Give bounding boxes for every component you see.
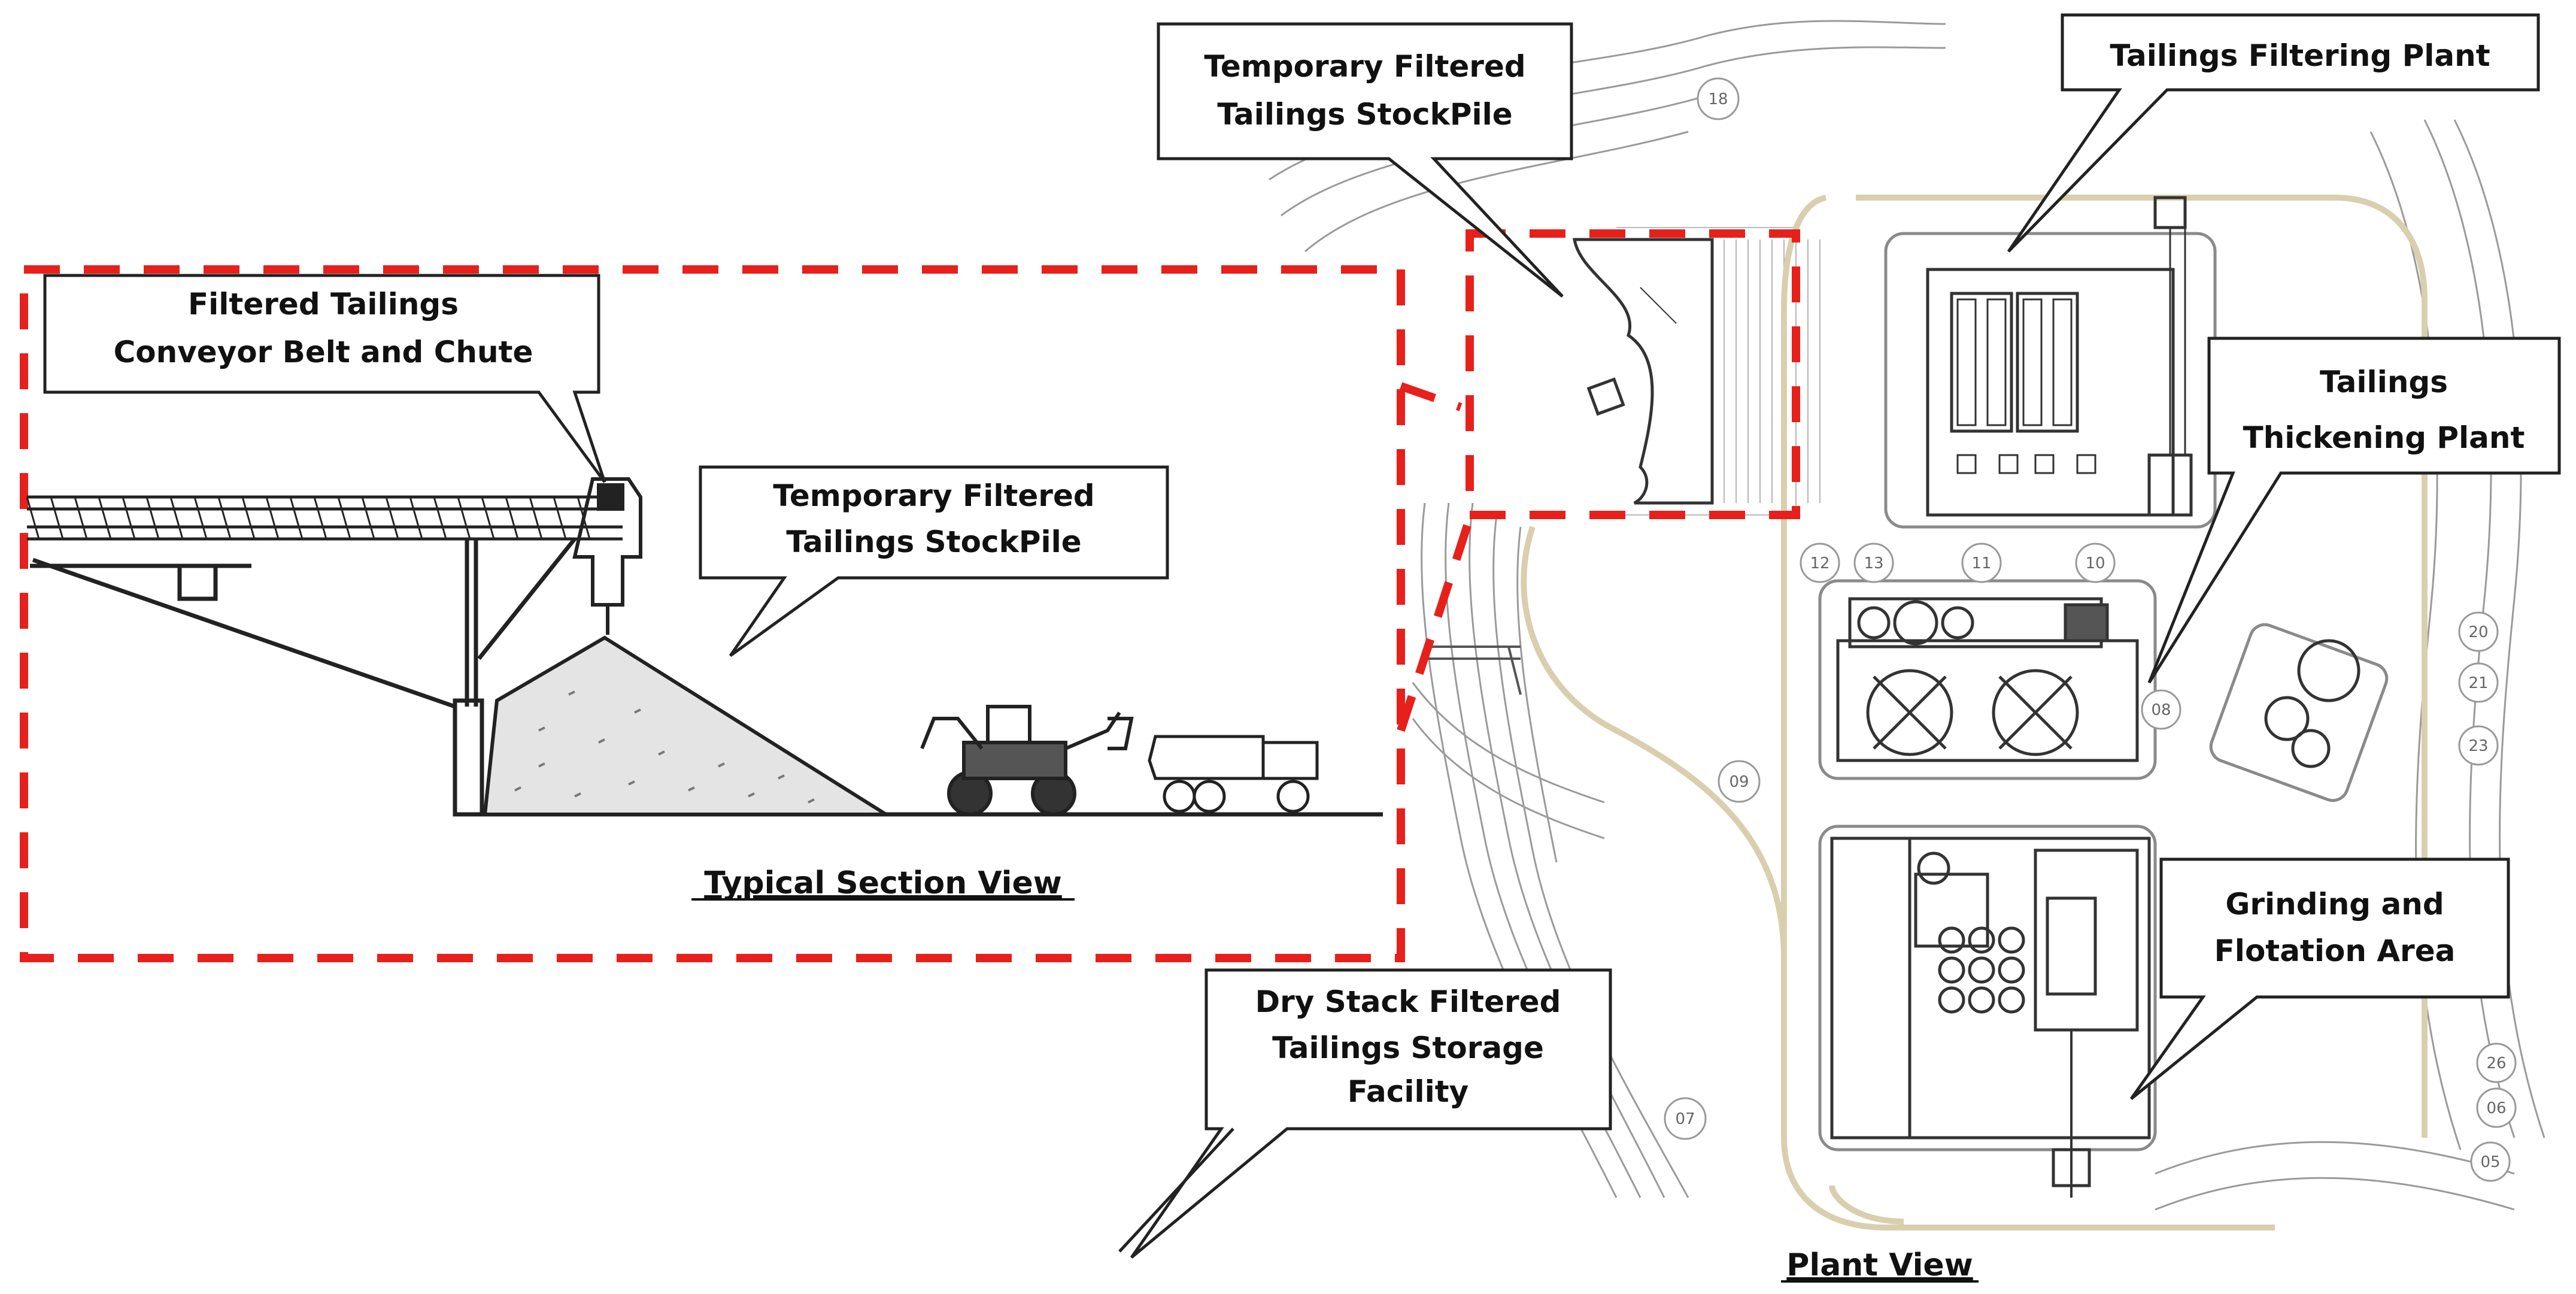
callout-thickening-line2: Thickening Plant [2243, 420, 2525, 455]
conveyor-belt [26, 495, 623, 541]
callout-plant-stockpile: Temporary Filtered Tailings StockPile [1157, 22, 1573, 298]
section-stockpile [483, 635, 893, 816]
callout-dry-stack-line3: Facility [1348, 1074, 1469, 1109]
label-18: 18 [1708, 90, 1728, 108]
label-09: 09 [1729, 773, 1749, 791]
plant-stockpile-frame [1466, 229, 1800, 519]
callout-grinding-line1: Grinding and [2225, 887, 2444, 922]
conveyor-support [30, 537, 577, 817]
section-view-title: Typical Section View [704, 865, 1062, 901]
label-20: 20 [2468, 623, 2488, 641]
label-11: 11 [1971, 554, 1991, 572]
section-view-frame [20, 265, 1405, 962]
callout-section-stockpile-line2: Tailings StockPile [786, 525, 1081, 559]
dry-stack-pointer-2 [1118, 1128, 1234, 1253]
thickening-plant-building [1818, 579, 2157, 780]
label-06: 06 [2486, 1099, 2506, 1117]
callout-dry-stack: Dry Stack Filtered Tailings Storage Faci… [1130, 968, 1612, 1259]
label-07: 07 [1675, 1110, 1695, 1128]
label-26: 26 [2486, 1054, 2506, 1072]
plan-process-lines [1425, 646, 1522, 695]
callout-grinding-line2: Flotation Area [2214, 934, 2456, 968]
callout-conveyor-line2: Conveyor Belt and Chute [114, 335, 533, 369]
label-10: 10 [2085, 554, 2105, 572]
callout-thickening-line1: Tailings [2320, 365, 2448, 399]
callout-plant-stockpile-line2: Tailings StockPile [1217, 97, 1512, 132]
dump-truck [1148, 735, 1319, 813]
callout-thickening-plant: Tailings Thickening Plant [2147, 337, 2561, 684]
label-21: 21 [2468, 674, 2488, 692]
callout-filtering-plant: Tailings Filtering Plant [2007, 13, 2540, 253]
callout-dry-stack-line2: Tailings Storage [1272, 1031, 1544, 1065]
label-08: 08 [2151, 701, 2171, 719]
plant-view-title: Plant View [1786, 1247, 1973, 1283]
front-loader [920, 705, 1134, 816]
area-number-texts: 18 12 13 11 10 08 09 07 20 21 23 26 06 0… [1675, 90, 2506, 1171]
callout-plant-stockpile-line1: Temporary Filtered [1204, 49, 1525, 84]
callout-dry-stack-line1: Dry Stack Filtered [1255, 984, 1561, 1019]
callout-conveyor-line1: Filtered Tailings [188, 287, 459, 322]
callout-filtering-plant-line1: Tailings Filtering Plant [2110, 38, 2490, 73]
label-05: 05 [2480, 1153, 2500, 1171]
zoom-connector-bottom [1397, 507, 1477, 732]
stockpile-hatch [1712, 240, 1821, 503]
plant-stockpile-shape [1573, 238, 1714, 505]
area-number-labels [1664, 77, 2517, 1182]
tank-farm [2209, 623, 2389, 802]
label-23: 23 [2468, 737, 2488, 755]
filtering-plant-building [1884, 196, 2217, 529]
callout-conveyor: Filtered Tailings Conveyor Belt and Chut… [43, 274, 606, 483]
zoom-connector-top [1399, 382, 1463, 411]
callout-section-stockpile: Temporary Filtered Tailings StockPile [699, 465, 1169, 657]
label-13: 13 [1864, 554, 1883, 572]
conveyor-chute [572, 477, 642, 635]
callout-grinding-flotation: Grinding and Flotation Area [2129, 857, 2510, 1100]
callout-section-stockpile-line1: Temporary Filtered [773, 478, 1094, 513]
grinding-flotation-building [1818, 825, 2157, 1198]
label-12: 12 [1810, 554, 1829, 572]
